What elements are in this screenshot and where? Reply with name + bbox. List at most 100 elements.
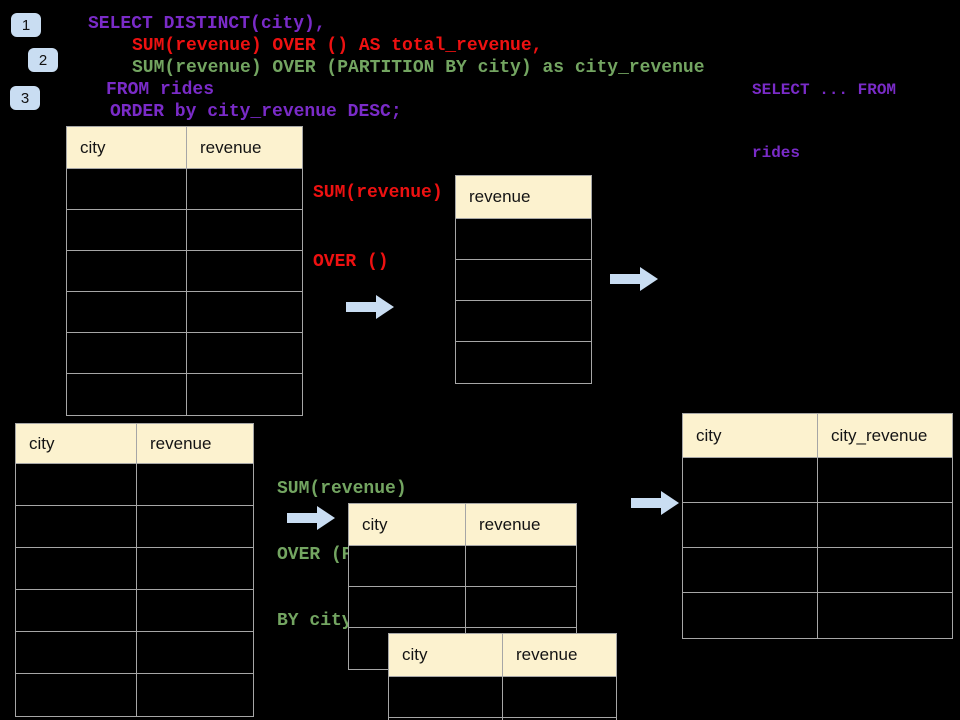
table-row [67,210,302,251]
table-body [16,464,253,716]
table-cell [349,587,466,627]
arrow-right-icon [287,505,335,531]
table-cell [67,251,187,291]
table-cell [137,506,253,547]
table-row [16,464,253,506]
table-body [683,458,952,638]
table-cell [67,333,187,373]
step-badge-2: 2 [28,48,58,72]
table-row [389,677,616,718]
sql-line-sum-over: SUM(revenue) OVER () AS total_revenue, [132,36,543,56]
table-row [349,546,576,587]
table-cell [16,632,137,673]
table-body [67,169,302,415]
table-row [456,342,591,383]
label-line: OVER () [313,252,389,272]
table-cell [187,169,302,209]
table-cell [466,546,576,586]
table-cell [187,374,302,415]
table-cell [187,292,302,332]
arrow-right-icon [631,490,679,516]
table-row [683,548,952,593]
table-cell [16,674,137,716]
table-row [16,590,253,632]
table-row [67,374,302,415]
table-cell [187,333,302,373]
table-header-row: city revenue [349,504,576,546]
sql-line-from: FROM rides [106,80,215,100]
table-cell [187,251,302,291]
table-cell [16,464,137,505]
table-source-bottom: city revenue [15,423,254,717]
table-header-row: revenue [456,176,591,219]
table-cell [456,219,591,259]
table-row [67,251,302,292]
column-header-city: city [683,414,818,457]
table-header-row: city city_revenue [683,414,952,458]
table-header-row: city revenue [389,634,616,677]
table-cell [137,590,253,631]
table-cell [683,503,818,547]
table-row [67,292,302,333]
table-cell [683,458,818,502]
table-cell [137,464,253,505]
table-cell [818,458,952,502]
table-cell [503,677,616,717]
table-row [683,593,952,638]
column-header-city: city [16,424,137,463]
column-header-city: city [349,504,466,545]
table-cell [456,301,591,341]
table-row [16,674,253,716]
table-cell [67,292,187,332]
table-row [389,718,616,720]
step-badge-3: 3 [10,86,40,110]
table-cell [349,546,466,586]
table-cell [187,210,302,250]
table-cell [137,674,253,716]
table-source-top: city revenue [66,126,303,416]
column-header-revenue: revenue [200,137,262,157]
table-row [349,587,576,628]
table-cell [683,593,818,638]
table-row [456,219,591,260]
step-badge-1: 1 [11,13,41,37]
sql-line-select: SELECT DISTINCT(city), [88,14,326,34]
table-cell [389,718,503,720]
label-line: SUM(revenue) [277,479,407,499]
table-result: city city_revenue [682,413,953,639]
sql-line-sum-partition: SUM(revenue) OVER (PARTITION BY city) as… [132,58,705,78]
column-header-revenue: revenue [479,514,541,534]
table-body [389,677,616,720]
table-cell [818,548,952,592]
column-header-revenue: revenue [150,433,212,453]
label-line: SUM(revenue) [313,183,443,203]
column-header-revenue: revenue [469,187,531,206]
table-cell [818,503,952,547]
table-row [456,301,591,342]
table-cell [67,210,187,250]
note-line: SELECT ... FROM [752,81,897,99]
table-cell [137,548,253,589]
table-row [67,333,302,374]
note-line: rides [752,144,801,162]
table-cell [16,548,137,589]
table-cell [818,593,952,638]
table-cell [683,548,818,592]
table-header-row: city revenue [16,424,253,464]
table-row [456,260,591,301]
table-cell [456,260,591,300]
note-select-from: SELECT ... FROM rides [752,38,896,206]
table-row [67,169,302,210]
arrow-right-icon [610,266,658,292]
label-sum-over-total: SUM(revenue) OVER () [313,136,443,320]
table-row [16,632,253,674]
table-cell [67,374,187,415]
table-header-row: city revenue [67,127,302,169]
table-cell [16,590,137,631]
table-partition-step2: city revenue [388,633,617,720]
table-row [16,548,253,590]
table-cell [137,632,253,673]
table-row [683,503,952,548]
table-cell [389,677,503,717]
